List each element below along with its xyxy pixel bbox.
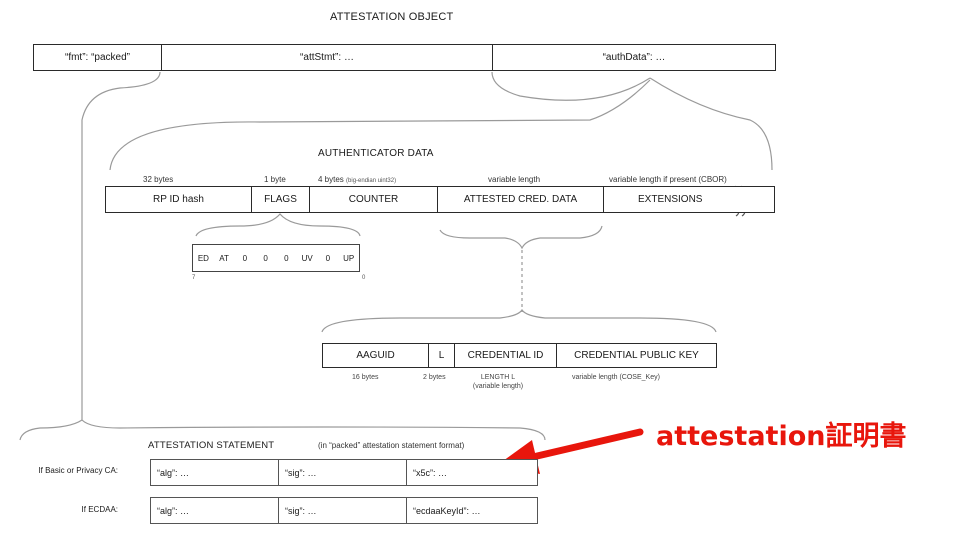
flags-size-label: 1 byte: [264, 175, 286, 184]
basic-alg-field: “alg”: …: [151, 460, 279, 485]
ecdaa-alg-field: “alg”: …: [151, 498, 279, 523]
authdata-brace-right: [649, 77, 773, 171]
statement-row-basic: “alg”: … “sig”: … “x5c”: …: [150, 459, 538, 486]
attestation-statement-title: ATTESTATION STATEMENT: [148, 440, 275, 451]
flag-bit-uv: UV: [301, 253, 313, 263]
row-label-ecdaa: If ECDAA:: [81, 505, 118, 514]
attested-cred-data-field: ATTESTED CRED. DATA: [438, 187, 604, 212]
credential-public-key-field: CREDENTIAL PUBLIC KEY: [574, 350, 699, 361]
authdata-field: “authData”: …: [602, 52, 666, 63]
attestation-certificate-callout: attestation証明書: [656, 421, 907, 452]
flag-bit-up: UP: [343, 253, 355, 263]
credential-id-field: CREDENTIAL ID: [455, 344, 557, 367]
flags-bits-box: ED AT 0 0 0 UV 0 UP: [192, 244, 360, 272]
basic-x5c-field: “x5c”: …: [413, 467, 448, 478]
flag-bit-at: AT: [219, 253, 229, 263]
flag-bit-3: 0: [284, 253, 289, 263]
flags-msb-label: 7: [192, 275, 196, 281]
attested-cred-brace-top: [439, 225, 603, 250]
basic-sig-field: “sig”: …: [279, 460, 407, 485]
aaguid-field: AAGUID: [323, 344, 429, 367]
authdata-brace-left: [491, 71, 651, 101]
credential-id-size-label: LENGTH L (variable length): [472, 374, 524, 390]
attested-size-label: variable length: [488, 175, 541, 184]
attested-cred-data-box: AAGUID L CREDENTIAL ID CREDENTIAL PUBLIC…: [322, 343, 717, 368]
flags-lsb-label: 0: [362, 275, 366, 281]
statement-row-ecdaa: “alg”: … “sig”: … “ecdaaKeyId”: …: [150, 497, 538, 524]
attestation-object-title: ATTESTATION OBJECT: [330, 11, 454, 23]
flag-bit-4: 0: [263, 253, 268, 263]
extensions-field: EXTENSIONS: [638, 194, 703, 205]
authenticator-data-arc: [109, 79, 651, 171]
statement-arc-right: [81, 419, 546, 441]
attested-cred-brace-bottom: [321, 308, 717, 333]
authenticator-data-title: AUTHENTICATOR DATA: [318, 148, 434, 159]
counter-size-label: 4 bytes (big-endian uint32): [318, 175, 397, 184]
rpid-size-label: 32 bytes: [143, 175, 174, 184]
flags-brace: [195, 213, 361, 237]
attestation-object-box: “fmt”: “packed” “attStmt”: … “authData”:…: [33, 44, 776, 71]
fmt-field: “fmt”: “packed”: [34, 45, 162, 70]
counter-field: COUNTER: [310, 187, 438, 212]
rpid-hash-field: RP ID hash: [106, 187, 252, 212]
aaguid-size-label: 16 bytes: [352, 374, 379, 381]
extensions-size-label: variable length if present (CBOR): [609, 175, 727, 184]
length-field: L: [429, 344, 455, 367]
ecdaa-keyid-field: “ecdaaKeyId”: …: [413, 505, 481, 516]
attstmt-connector: [81, 71, 161, 420]
flag-bit-ed: ED: [197, 253, 209, 263]
flag-bit-5: 0: [242, 253, 248, 263]
public-key-size-label: variable length (COSE_Key): [572, 374, 660, 381]
flag-bit-1: 0: [325, 253, 331, 263]
statement-arc-left: [19, 419, 83, 441]
row-label-basic: If Basic or Privacy CA:: [38, 466, 118, 475]
attestation-statement-note: (in “packed” attestation statement forma…: [318, 441, 465, 450]
ecdaa-sig-field: “sig”: …: [279, 498, 407, 523]
authenticator-data-box: RP ID hash FLAGS COUNTER ATTESTED CRED. …: [105, 186, 775, 213]
attstmt-field: “attStmt”: …: [162, 45, 493, 70]
length-size-label: 2 bytes: [423, 374, 446, 381]
flags-field: FLAGS: [252, 187, 310, 212]
